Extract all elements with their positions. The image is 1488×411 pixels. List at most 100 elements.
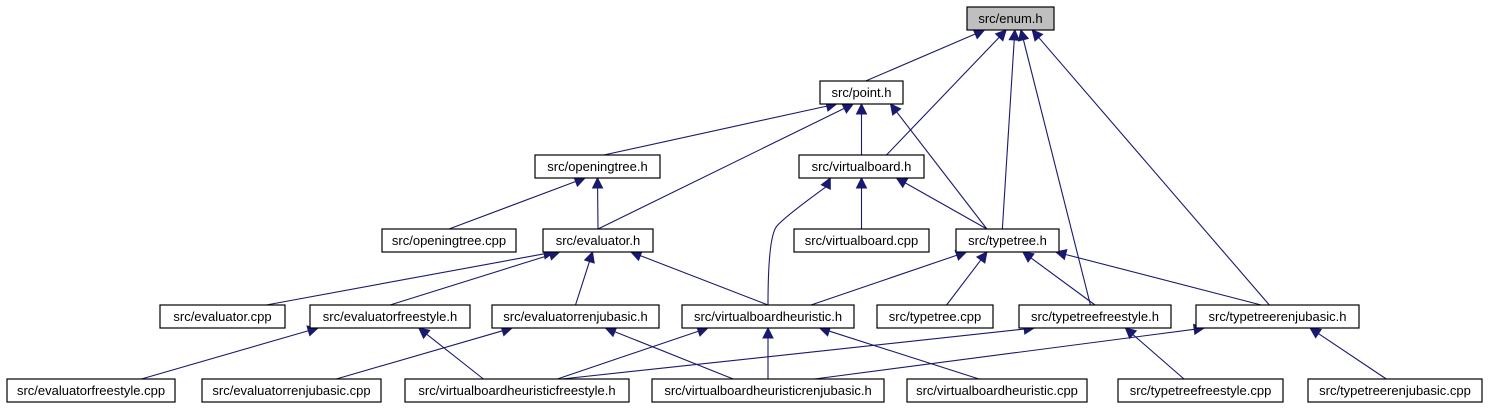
node-src-evaluatorfreestyle-cpp[interactable]: src/evaluatorfreestyle.cpp <box>6 378 176 403</box>
node-src-enum-h: src/enum.h <box>966 6 1055 31</box>
edge-line <box>814 328 1195 380</box>
node-label: src/virtualboard.cpp <box>805 233 918 248</box>
edge-line <box>1132 334 1185 380</box>
arrowhead-icon <box>820 176 831 190</box>
node-src-virtualboardheuristic-cpp[interactable]: src/virtualboardheuristic.cpp <box>906 378 1088 403</box>
edge-line <box>1001 39 1015 230</box>
node-label: src/point.h <box>832 85 892 100</box>
arrowhead-icon <box>855 176 868 189</box>
node-src-evaluator-h[interactable]: src/evaluator.h <box>542 228 654 253</box>
edge-line <box>557 330 699 380</box>
arrowhead-icon <box>1124 327 1138 340</box>
node-label: src/typetreefreestyle.h <box>1031 309 1159 324</box>
edge-typetreefreestyle-cpp-to-typetreefreestyle-h <box>1124 327 1185 380</box>
node-box <box>491 304 660 329</box>
edge-line <box>946 259 982 306</box>
edge-vbheuristic-h-to-evaluator-h <box>629 250 769 306</box>
nodes-layer: src/enum.h src/point.h src/openingtree.h sr… <box>6 6 1483 403</box>
node-label: src/typetreerenjubasic.h <box>1208 309 1346 324</box>
node-src-evaluator-cpp[interactable]: src/evaluator.cpp <box>159 304 286 329</box>
node-src-virtualboard-h[interactable]: src/virtualboard.h <box>798 154 925 179</box>
node-src-typetreefreestyle-h[interactable]: src/typetreefreestyle.h <box>1018 304 1172 329</box>
node-box <box>6 378 176 403</box>
edge-evaluatorfreestyle-cpp-to-evaluatorfreestyle-h <box>141 325 320 380</box>
arrowhead-icon <box>1309 327 1323 339</box>
node-label: src/virtualboardheuristicrenjubasic.h <box>664 383 871 398</box>
edge-line <box>1318 333 1387 380</box>
node-label: src/typetreefreestyle.cpp <box>1130 383 1272 398</box>
edge-typetree-h-to-point <box>889 103 988 230</box>
node-src-virtualboard-cpp[interactable]: src/virtualboard.cpp <box>793 228 930 253</box>
node-src-typetree-h[interactable]: src/typetree.h <box>955 228 1060 253</box>
edge-virtualboard-h-to-enum <box>886 29 1007 156</box>
node-box <box>955 228 1060 253</box>
node-box <box>534 154 661 179</box>
node-label: src/virtualboardheuristic.h <box>694 309 842 324</box>
node-src-typetreerenjubasic-cpp[interactable]: src/typetreerenjubasic.cpp <box>1307 378 1483 403</box>
node-label: src/evaluatorrenjubasic.h <box>503 309 648 324</box>
node-src-evaluatorrenjubasic-h[interactable]: src/evaluatorrenjubasic.h <box>491 304 660 329</box>
node-label: src/enum.h <box>978 11 1042 26</box>
node-label: src/openingtree.h <box>547 159 647 174</box>
node-label: src/openingtree.cpp <box>392 233 506 248</box>
node-box <box>651 378 885 403</box>
arrowhead-icon <box>889 103 902 116</box>
edge-vbhrenjubasic-h-to-evaluatorrenjubasic-h <box>604 326 734 380</box>
edge-line <box>1022 39 1091 306</box>
node-src-typetreerenjubasic-h[interactable]: src/typetreerenjubasic.h <box>1195 304 1360 329</box>
node-src-virtualboardheuristic-h[interactable]: src/virtualboardheuristic.h <box>681 304 855 329</box>
edge-vbhrenjubasic-h-to-vbheuristic-h <box>762 326 774 379</box>
edge-typetree-h-to-enum <box>1001 28 1020 230</box>
node-label: src/evaluator.cpp <box>173 309 271 324</box>
edge-line <box>886 36 1000 156</box>
edge-line <box>426 333 484 380</box>
edge-line <box>828 330 980 380</box>
node-src-point-h[interactable]: src/point.h <box>819 80 904 105</box>
edge-virtualboard-h-to-point <box>855 102 868 155</box>
node-label: src/virtualboard.h <box>812 159 912 174</box>
node-src-virtualboardheuristicfreestyle-h[interactable]: src/virtualboardheuristicfreestyle.h <box>404 378 630 403</box>
node-src-typetreefreestyle-cpp[interactable]: src/typetreefreestyle.cpp <box>1117 378 1284 403</box>
arrowhead-icon <box>1008 28 1020 41</box>
node-box <box>793 228 930 253</box>
node-src-virtualboardheuristicrenjubasic-h[interactable]: src/virtualboardheuristicrenjubasic.h <box>651 378 885 403</box>
arrowhead-icon <box>762 326 774 339</box>
edge-point-to-enum <box>865 28 986 82</box>
edge-line <box>597 107 845 230</box>
edge-line <box>904 182 988 230</box>
edge-line <box>603 105 827 156</box>
edge-line <box>561 328 1025 380</box>
arrowhead-icon <box>583 250 595 264</box>
node-label: src/evaluatorrenjubasic.cpp <box>212 383 370 398</box>
edge-virtualboard-cpp-to-virtualboard-h <box>855 176 868 229</box>
node-box <box>201 378 382 403</box>
node-src-openingtree-cpp[interactable]: src/openingtree.cpp <box>381 228 517 253</box>
node-box <box>381 228 517 253</box>
node-src-evaluatorfreestyle-h[interactable]: src/evaluatorfreestyle.h <box>309 304 471 329</box>
edge-evaluatorrenjubasic-h-to-evaluator-h <box>574 250 595 306</box>
edge-line <box>865 33 976 82</box>
node-src-typetree-cpp[interactable]: src/typetree.cpp <box>876 304 994 329</box>
arrowhead-icon <box>975 251 988 264</box>
edge-vbheuristic-cpp-to-vbheuristic-h <box>818 325 980 380</box>
edge-evaluator-cpp-to-evaluator-h <box>266 248 556 306</box>
edge-line <box>614 331 734 380</box>
arrowhead-icon <box>972 28 986 40</box>
edge-line <box>389 254 551 306</box>
edge-line <box>896 111 988 230</box>
node-label: src/virtualboardheuristic.cpp <box>916 383 1078 398</box>
node-label: src/evaluatorfreestyle.cpp <box>17 383 165 398</box>
edge-typetreefreestyle-h-to-enum <box>1017 28 1091 306</box>
edge-line <box>640 255 769 306</box>
edge-line <box>141 330 309 380</box>
arrowhead-icon <box>855 102 868 115</box>
arrowhead-icon <box>591 176 604 189</box>
node-box <box>404 378 630 403</box>
node-label: src/virtualboardheuristicfreestyle.h <box>418 383 615 398</box>
node-src-evaluatorrenjubasic-cpp[interactable]: src/evaluatorrenjubasic.cpp <box>201 378 382 403</box>
arrowhead-icon <box>841 103 855 114</box>
node-box <box>876 304 994 329</box>
edge-vbhfreestyle-h-to-evaluatorfreestyle-h <box>417 327 484 380</box>
node-src-openingtree-h[interactable]: src/openingtree.h <box>534 154 661 179</box>
